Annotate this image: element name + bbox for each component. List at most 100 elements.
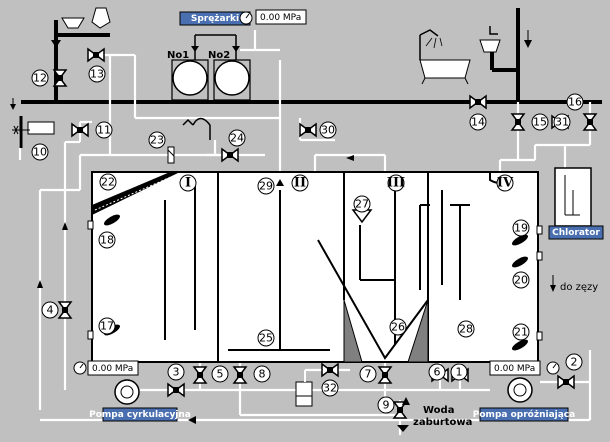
arrow-down-icon: [397, 425, 409, 432]
bathtub-icon: [419, 59, 471, 79]
compressor-2-icon[interactable]: [214, 60, 250, 96]
component-number: 4: [47, 304, 54, 317]
flow-arrows: [37, 30, 556, 432]
arrow-down-icon: [524, 40, 532, 48]
valve-icon[interactable]: [299, 122, 317, 138]
emptying-pump-icon[interactable]: [507, 377, 533, 403]
component-number-badge: [228, 129, 246, 147]
component-number-badge: [88, 65, 106, 83]
component-number: 5: [217, 368, 224, 381]
compressor-pressure-field: [255, 9, 307, 25]
level-sensors: [87, 214, 543, 351]
valve-icon[interactable]: [52, 69, 68, 87]
to-sump-label: do zęzy: [560, 282, 598, 293]
valve-icon[interactable]: [232, 366, 248, 384]
level-sensor-19-icon: [512, 234, 528, 246]
compressors-label: Sprężarki: [191, 14, 239, 24]
valve-icon[interactable]: [321, 362, 339, 378]
component-number: 8: [259, 368, 266, 381]
component-number-badge: [512, 219, 530, 237]
level-sensor-21-icon: [512, 339, 528, 351]
component-number-badge: [565, 353, 583, 371]
emptying-pump[interactable]: 0.00 MPa Pompa opróżniająca: [473, 360, 575, 422]
arrow-down-icon: [550, 285, 556, 292]
washbasin-icon: [479, 39, 501, 53]
component-number: 16: [568, 96, 582, 109]
component-number: 9: [383, 399, 390, 412]
valve-icon[interactable]: [377, 366, 393, 384]
component-number: 3: [173, 366, 180, 379]
compressor-2-label: No2: [208, 50, 230, 61]
ballast-water-label-1: Woda: [423, 405, 454, 416]
arrow-left-icon: [188, 416, 196, 424]
valve-icon[interactable]: [192, 366, 208, 384]
component-number-badge: [98, 231, 116, 249]
arrow-up-icon: [37, 280, 43, 288]
chlorator-label: Chlorator: [552, 228, 600, 238]
level-sensor-18-icon: [104, 214, 120, 226]
component-number-badge: [389, 318, 407, 336]
component-number: 15: [533, 116, 547, 129]
valves: [52, 47, 598, 419]
component-number: 10: [33, 146, 47, 159]
component-number-badge: [457, 320, 475, 338]
shower-head-icon: [419, 29, 439, 37]
valve-icon[interactable]: [221, 147, 239, 163]
component-number-badge: [31, 143, 49, 161]
component-number-badge: [98, 317, 116, 335]
empty-pressure-field: [489, 360, 541, 376]
component-number: 27: [355, 198, 369, 211]
valve-icon[interactable]: [392, 401, 408, 419]
urinal-icon: [61, 17, 85, 29]
chamber-label-2: II: [294, 176, 306, 191]
valve-icon[interactable]: [71, 122, 89, 138]
component-number: 24: [230, 132, 244, 145]
component-number-badge: [99, 173, 117, 191]
valve-icon[interactable]: [557, 374, 575, 390]
valve-icon[interactable]: [582, 113, 598, 131]
valve-icon[interactable]: [87, 47, 105, 63]
component-number-badge: [469, 113, 487, 131]
component-number-badge: [148, 131, 166, 149]
component-number-badge: [167, 363, 185, 381]
sanitary-fixtures: [61, 7, 501, 85]
valve-icon[interactable]: [167, 382, 185, 398]
component-number-badge: [31, 69, 49, 87]
component-number-badge: [450, 363, 468, 381]
toilet-icon: [91, 7, 111, 29]
sample-jar: [295, 370, 313, 407]
circulation-pump[interactable]: 0.00 MPa Pompa cyrkulacyjna: [73, 360, 191, 422]
component-number-badge: [41, 301, 59, 319]
component-number: 6: [434, 366, 441, 379]
level-sensor-20-icon: [512, 256, 528, 268]
compressor-1-icon[interactable]: [172, 60, 208, 96]
arrow-up-icon: [402, 397, 410, 405]
sprinkler: [167, 117, 211, 164]
component-number: 32: [323, 382, 337, 395]
component-number: 12: [33, 72, 47, 85]
component-number: 2: [571, 356, 578, 369]
component-number-badge: [359, 365, 377, 383]
component-number: 23: [150, 134, 164, 147]
component-number-badge: [319, 121, 337, 139]
component-number-badge: [257, 177, 275, 195]
chamber-label-3: III: [387, 176, 405, 191]
chlorator[interactable]: Chlorator: [548, 167, 604, 240]
component-number-badge: [512, 271, 530, 289]
component-number: 30: [321, 124, 335, 137]
valve-icon[interactable]: [469, 94, 487, 110]
empty-pressure-value: 0.00 MPa: [494, 364, 535, 374]
circulation-pump-icon[interactable]: [114, 379, 140, 405]
compressor-pressure-value: 0.00 MPa: [260, 13, 301, 23]
component-number-badge: [257, 329, 275, 347]
valve-icon[interactable]: [510, 113, 526, 131]
component-number-badge: [531, 113, 549, 131]
component-number: 20: [514, 274, 528, 287]
component-number-badge: [211, 365, 229, 383]
component-number: 28: [459, 323, 473, 336]
discharge-nozzle: [10, 98, 55, 148]
component-number: 31: [555, 116, 569, 129]
valve-icon[interactable]: [57, 301, 73, 319]
